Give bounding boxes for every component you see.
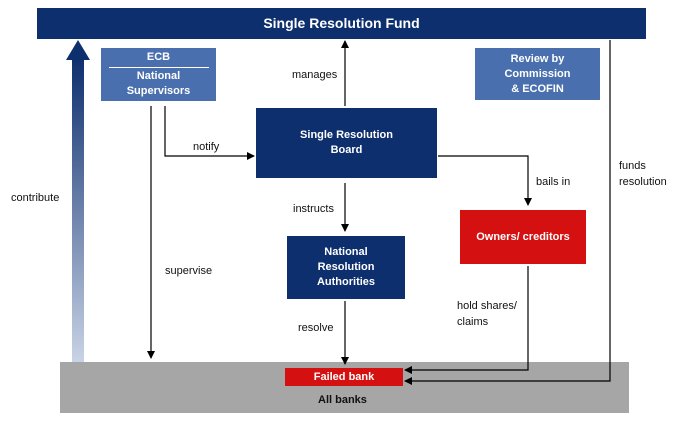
nra-box: National Resolution Authorities — [287, 236, 405, 299]
hold-shares-label: hold shares/ claims — [457, 300, 517, 328]
all-banks-label: All banks — [318, 394, 367, 406]
bails-in-label: bails in — [536, 176, 571, 188]
supervise-label: supervise — [165, 265, 213, 277]
instructs-label: instructs — [293, 203, 334, 215]
bails-in-arrow — [438, 155, 532, 206]
hold-shares-arrow — [404, 266, 529, 374]
manages-label: manages — [292, 69, 338, 81]
srf-title: Single Resolution Fund — [263, 15, 420, 31]
srb-box: Single Resolution Board — [256, 108, 437, 178]
resolve-label: resolve — [298, 322, 334, 334]
ecb-box: ECB National Supervisors — [101, 48, 216, 101]
failed-bank-label: Failed bank — [313, 370, 375, 383]
contribute-arrow-head — [66, 40, 90, 60]
review-box: Review by Commission & ECOFIN — [475, 48, 600, 100]
owners-box: Owners/ creditors — [460, 210, 586, 264]
nra-label: National Resolution Authorities — [316, 246, 376, 288]
srb-label: Single Resolution Board — [300, 129, 393, 156]
single-resolution-fund-box: Single Resolution Fund — [37, 8, 646, 39]
contribute-arrow-shaft — [72, 58, 84, 362]
failed-bank-box: Failed bank — [285, 368, 403, 386]
funds-resolution-arrow — [404, 40, 611, 385]
ecb-divider — [108, 67, 209, 68]
notify-arrow — [164, 106, 255, 160]
owners-label: Owners/ creditors — [476, 230, 570, 243]
contribute-label: contribute — [11, 192, 60, 204]
review-label: Review by Commission & ECOFIN — [504, 52, 571, 95]
ecb-label: ECB — [146, 51, 171, 63]
notify-label: notify — [193, 141, 220, 153]
funds-resolution-label: funds resolution — [619, 160, 667, 188]
national-supervisors-label: National Supervisors — [126, 70, 191, 97]
